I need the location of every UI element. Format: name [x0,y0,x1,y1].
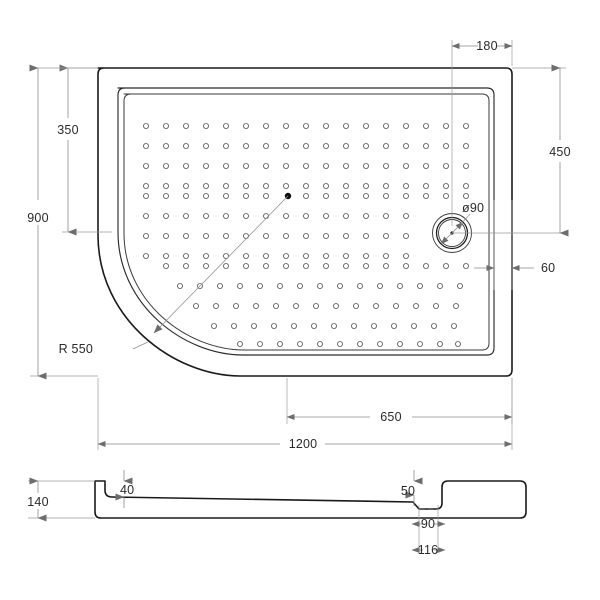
dimension-140-label: 140 [27,495,48,509]
anti-slip-dot-grid [143,123,469,347]
dimension-1200 [97,378,513,450]
radius-leader [132,195,289,350]
dimension-1200-label: 1200 [289,437,318,451]
dimension-50-label: 50 [401,484,415,498]
dimension-350-label: 350 [57,123,78,137]
dimension-450 [452,64,569,237]
section-outline [94,480,527,519]
dimension-180 [451,40,513,226]
dimension-900-label: 900 [27,211,48,225]
drain-diameter-label: ø90 [462,201,484,215]
dimension-90-label: 90 [421,517,435,531]
dimension-90 [411,505,446,550]
dimension-450-label: 450 [549,145,570,159]
tray-rim-line-2 [123,93,490,351]
dimension-900 [29,64,98,380]
dimension-60-label: 60 [541,261,555,275]
dimension-40-label: 40 [120,483,134,497]
dimension-180-label: 180 [476,39,497,53]
dimension-140 [28,477,95,522]
plan-view: R 550 ø90 180 350 [27,39,570,451]
dimension-650-label: 650 [380,410,401,424]
dimension-116-label: 116 [418,543,439,557]
dimension-350 [59,64,112,236]
tray-rim-line-1 [117,87,495,356]
dimension-60 [474,200,534,290]
radius-label: R 550 [59,342,93,356]
section-view: 140 40 50 90 116 [27,470,527,557]
tray-outer-outline [97,67,513,377]
